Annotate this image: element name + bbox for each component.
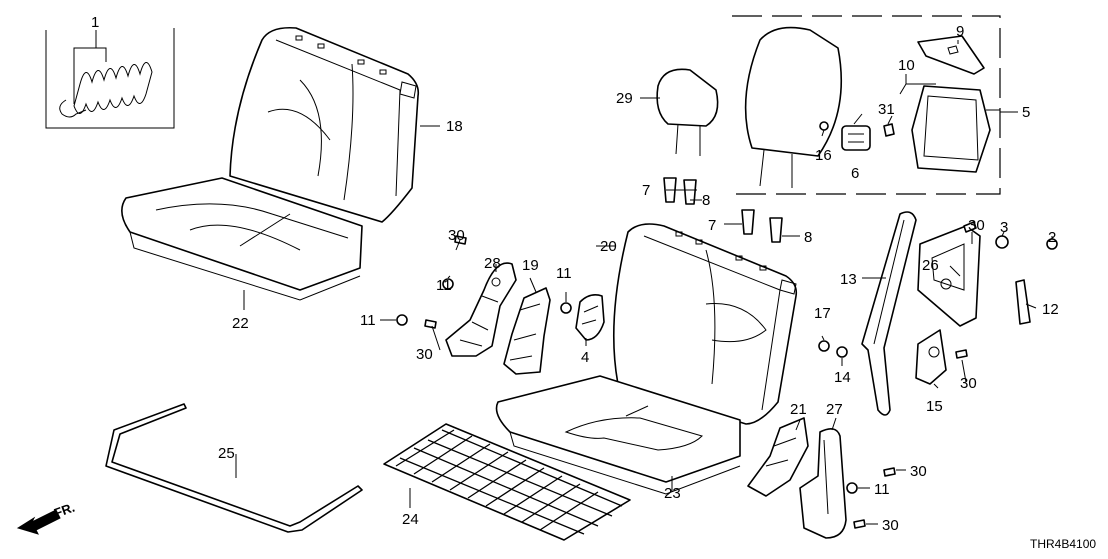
panel-part-10 (899, 74, 991, 173)
button-part-6 (841, 125, 871, 151)
bolt-part-30-c (963, 221, 977, 233)
callout-15: 15 (926, 398, 943, 415)
callout-26: 26 (922, 257, 939, 274)
callout-4: 4 (581, 349, 589, 366)
washer-part-17 (818, 340, 830, 352)
diagram-code: THR4B4100 (1030, 537, 1096, 551)
headrest-assembly-part-5 (744, 26, 843, 188)
nut-part-2 (1046, 238, 1058, 250)
callout-30-e: 30 (910, 463, 927, 480)
callout-11-c: 11 (556, 265, 572, 282)
clip-coil-part-1 (73, 62, 153, 114)
seat-pan-part-24 (383, 423, 631, 541)
latch-cover-part-4 (575, 294, 605, 341)
bolt-part-30-a (454, 235, 467, 245)
callout-30-c: 30 (968, 217, 985, 234)
callout-2: 2 (1048, 229, 1056, 246)
guide-part-7-b (741, 209, 755, 235)
callout-7-a: 7 (642, 182, 650, 199)
bolt-part-30-e (883, 467, 896, 477)
callout-30-a: 30 (448, 227, 465, 244)
callout-28: 28 (484, 255, 501, 272)
callout-30-d: 30 (960, 375, 977, 392)
inset-box-part-1 (45, 28, 175, 129)
callout-16: 16 (815, 147, 832, 164)
bracket-part-28 (445, 262, 517, 357)
nut-part-3 (995, 235, 1009, 249)
left-seat-cushion-part-22 (121, 177, 363, 301)
callout-11-b: 11 (436, 277, 452, 294)
callout-20: 20 (600, 238, 617, 255)
front-direction-label: FR. (52, 500, 77, 521)
strap-part-13 (861, 211, 917, 416)
callout-6: 6 (851, 165, 859, 182)
callout-30-f: 30 (882, 517, 899, 534)
bracket-part-26 (917, 225, 981, 327)
callout-11-a: 11 (360, 312, 376, 329)
right-seat-back-part-20 (612, 223, 798, 425)
callout-17: 17 (814, 305, 831, 322)
nut-part-11-c (560, 302, 572, 314)
cover-part-27 (799, 428, 847, 539)
fasteners (396, 121, 1058, 529)
callout-5: 5 (1022, 104, 1030, 121)
callout-11-d: 11 (874, 481, 890, 498)
wire-frame-part-25 (105, 403, 363, 533)
callout-19: 19 (522, 257, 539, 274)
callout-30-b: 30 (416, 346, 433, 363)
bolt-part-30-b (424, 319, 437, 329)
nut-part-11-b (442, 278, 454, 290)
callout-31: 31 (878, 101, 895, 118)
callout-3: 3 (1000, 219, 1008, 236)
callout-14: 14 (834, 369, 851, 386)
guide-part-8-b (769, 217, 783, 243)
left-seat-back-part-18 (229, 26, 420, 223)
callout-9: 9 (956, 23, 964, 40)
callout-7-b: 7 (708, 217, 716, 234)
callout-21: 21 (790, 401, 807, 418)
striker-part-15 (915, 329, 947, 385)
guide-part-8-a (683, 179, 697, 205)
headrest-part-29 (656, 68, 719, 156)
rail-part-12 (1015, 279, 1031, 325)
callout-12: 12 (1042, 301, 1059, 318)
front-direction-arrow: FR. (16, 500, 77, 535)
bolt-part-30-f (853, 519, 866, 529)
bolt-part-30-d (955, 349, 968, 359)
screw-part-16 (819, 121, 829, 131)
leader-lines (235, 40, 1053, 525)
callout-1: 1 (91, 14, 99, 31)
nut-part-11-a (396, 314, 408, 326)
callout-8-b: 8 (804, 229, 812, 246)
group-bracket-part-5 (732, 15, 1001, 195)
callout-22: 22 (232, 315, 249, 332)
clip-hook-part-1 (59, 99, 87, 118)
nut-part-11-d (846, 482, 858, 494)
callout-labels: 1 2 3 4 5 6 7 7 8 8 9 10 11 11 11 11 12 … (91, 14, 1059, 534)
callout-23: 23 (664, 485, 681, 502)
right-seat-cushion-part-23 (495, 375, 741, 495)
callout-25: 25 (218, 445, 235, 462)
clip-part-31 (883, 123, 895, 137)
nut-part-14 (836, 346, 848, 358)
callout-10: 10 (898, 57, 915, 74)
callout-29: 29 (616, 90, 633, 107)
callout-8-a: 8 (702, 192, 710, 209)
callout-18: 18 (446, 118, 463, 135)
bracket-part-19 (503, 287, 551, 375)
callout-27: 27 (826, 401, 843, 418)
callout-13: 13 (840, 271, 857, 288)
trim-part-9 (917, 35, 985, 75)
callout-24: 24 (402, 511, 419, 528)
bracket-part-21 (747, 417, 809, 497)
